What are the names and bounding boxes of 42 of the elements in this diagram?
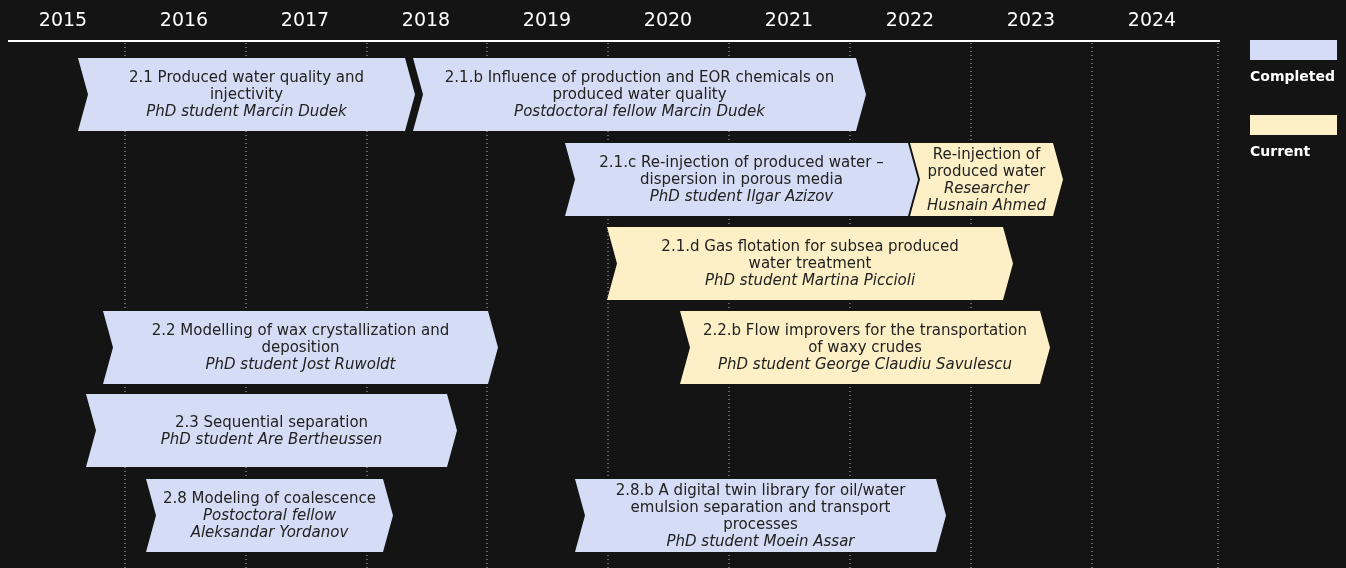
project-title: 2.8.b A digital twin library for oil/water emulsion separation and transport processes xyxy=(614,481,907,533)
researcher-name: Postoctoral fellow Aleksandar Yordanov xyxy=(189,507,350,541)
year-label: 2017 xyxy=(280,8,330,30)
year-label: 2016 xyxy=(159,8,209,30)
year-label: 2015 xyxy=(38,8,88,30)
project-title: 2.8 Modeling of coalescence xyxy=(162,490,377,507)
researcher-name: Postdoctoral fellow Marcin Dudek xyxy=(514,103,765,120)
chevron-bar xyxy=(575,479,946,552)
year-label: 2019 xyxy=(522,8,572,30)
legend-label: Completed xyxy=(1250,68,1335,84)
year-label: 2020 xyxy=(643,8,693,30)
researcher-name: PhD student Marcin Dudek xyxy=(146,103,347,120)
project-title: 2.1.d Gas flotation for subsea produced water treatment xyxy=(660,238,960,272)
legend-label: Current xyxy=(1250,143,1311,159)
project-title: 2.2 Modelling of wax crystallization and deposition xyxy=(150,322,451,356)
year-label: 2021 xyxy=(764,8,814,30)
project-title: 2.1 Produced water quality and injectivity xyxy=(128,69,365,103)
year-label: 2023 xyxy=(1006,8,1056,30)
researcher-name: Researcher Husnain Ahmed xyxy=(926,179,1047,214)
chevron-bar xyxy=(607,227,1013,300)
chevron-bar xyxy=(86,394,457,467)
researcher-name: PhD student Are Bertheussen xyxy=(160,430,383,448)
year-label: 2022 xyxy=(885,8,935,30)
researcher-name: PhD student Ilgar Azizov xyxy=(649,188,834,205)
researcher-name: PhD student Jost Ruwoldt xyxy=(205,356,396,373)
project-title: 2.2.b Flow improvers for the transportation of waxy crudes xyxy=(701,322,1029,356)
project-title: 2.1.c Re-injection of produced water – dispersion in porous media xyxy=(598,154,885,188)
chevron-bar xyxy=(146,479,393,552)
year-label: 2018 xyxy=(401,8,451,30)
chevron-bar xyxy=(910,143,1063,216)
chevron-bar xyxy=(565,143,918,216)
project-title: 2.1.b Influence of production and EOR chemicals on produced water quality xyxy=(443,69,836,103)
researcher-name: PhD student Moein Assar xyxy=(666,532,855,550)
chevron-bar xyxy=(413,58,866,131)
year-label: 2024 xyxy=(1127,8,1177,30)
researcher-name: PhD student George Claudiu Savulescu xyxy=(717,356,1013,373)
chevron-bar xyxy=(103,311,498,384)
project-title: Re-injection of produced water xyxy=(926,145,1047,180)
chevron-bar xyxy=(680,311,1050,384)
project-title: 2.3 Sequential separation xyxy=(174,413,369,431)
chevron-bar xyxy=(78,58,415,131)
researcher-name: PhD student Martina Piccioli xyxy=(704,272,916,289)
